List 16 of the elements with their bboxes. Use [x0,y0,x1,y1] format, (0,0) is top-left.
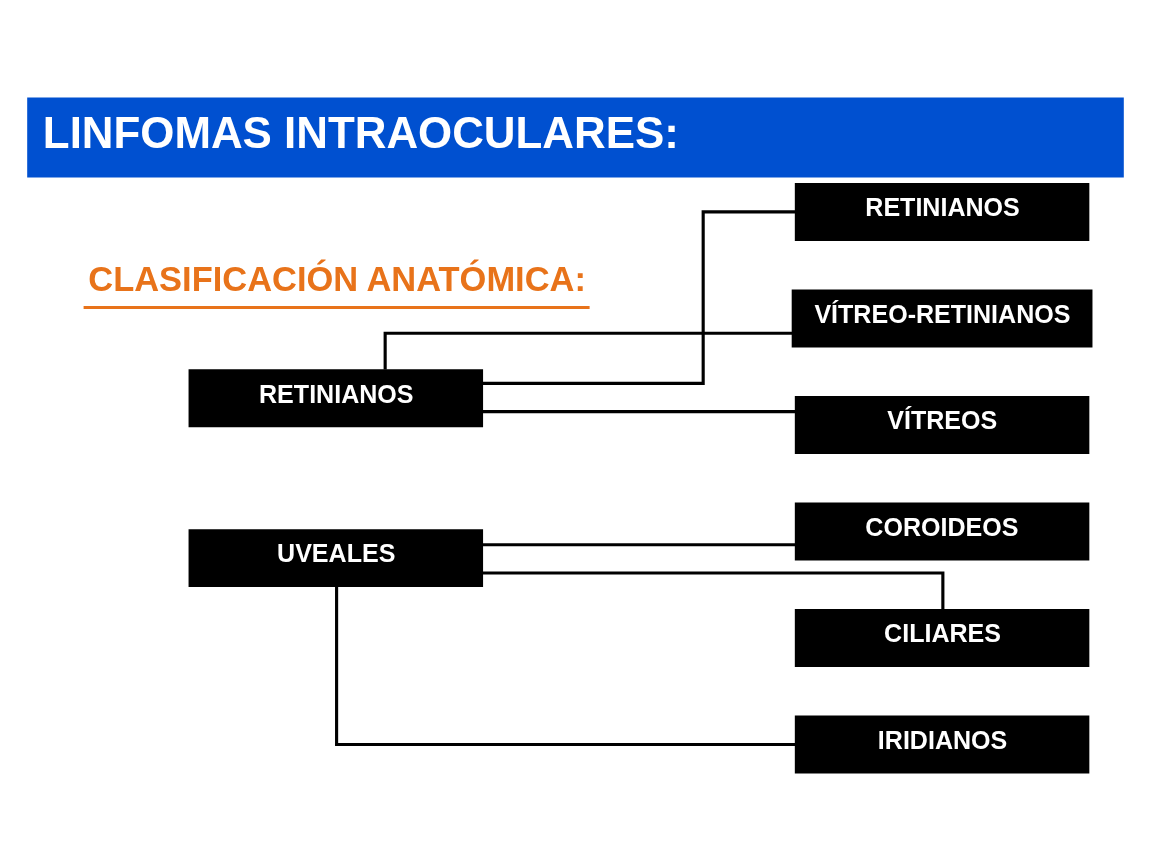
node-box: RETINIANOS [794,182,1090,241]
connector [335,585,796,746]
node-box: VÍTREOS [794,395,1090,454]
label: CLASIFICACIÓN ANATÓMICA: [88,259,586,298]
connector [482,409,796,413]
node-box: VÍTREO-RETINIANOS [791,288,1093,347]
diagram-title: LINFOMAS INTRAOCULARES: [42,107,679,157]
node-box: RETINIANOS [188,368,484,427]
node-box: UVEALES [188,528,484,587]
node-box: IRIDIANOS [794,715,1090,773]
connector [482,542,796,546]
connector [482,209,796,385]
connector [383,331,793,370]
connector [482,570,945,609]
node-box: CILIARES [794,608,1090,667]
node-box: COROIDEOS [794,502,1090,560]
